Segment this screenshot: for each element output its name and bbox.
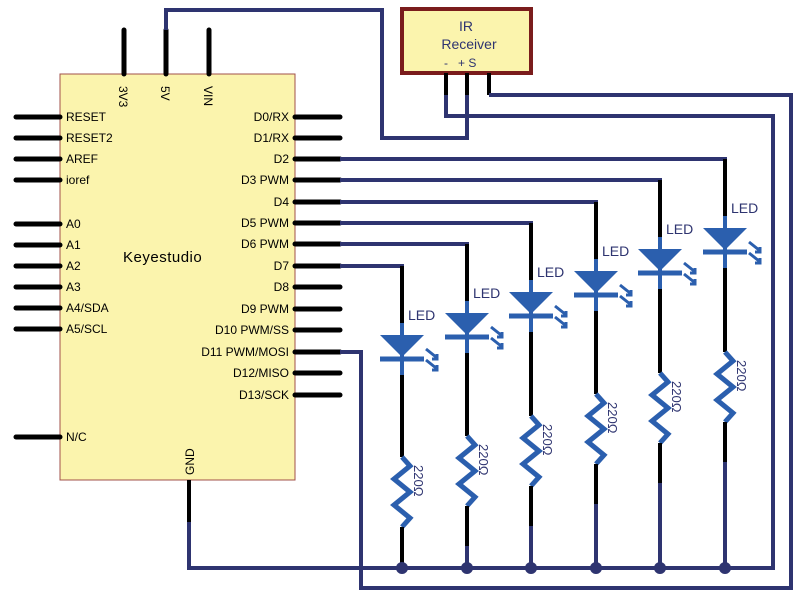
pin-label: A0: [66, 217, 81, 231]
pin-label: AREF: [66, 152, 98, 166]
led-icon: [445, 313, 489, 335]
wire-to-led: [340, 157, 727, 161]
ir-receiver: [400, 7, 533, 75]
pin-label: D10 PWM/SS: [215, 323, 289, 337]
led-label: LED: [602, 243, 629, 259]
pin-label: D11 PWM/MOSI: [201, 345, 289, 359]
light-emission-icon: [425, 347, 439, 372]
pin-label-vin: VIN: [201, 86, 215, 106]
led-icon: [380, 335, 424, 357]
resistor-icon: [648, 371, 672, 445]
resistor-icon: [584, 392, 608, 466]
pin-label: D9 PWM: [241, 302, 289, 316]
led-icon: [638, 249, 682, 271]
led-circuit-5: LED 220Ω: [340, 178, 697, 574]
pin-label: N/C: [66, 430, 87, 444]
pin-label-3v3: 3V3: [116, 86, 130, 108]
led-circuit-2: LED 220Ω: [340, 242, 504, 574]
pin-label: D4: [274, 195, 290, 209]
ir-receiver-pin-labels: - + S: [444, 56, 476, 70]
led-label: LED: [537, 264, 564, 280]
resistor-label: 220Ω: [476, 444, 491, 476]
pin-label: D7: [274, 259, 290, 273]
light-emission-icon: [619, 283, 633, 308]
wire-to-led: [340, 242, 469, 246]
light-emission-icon: [748, 240, 762, 265]
pin-label: RESET: [66, 110, 107, 124]
pin-label: A3: [66, 280, 81, 294]
led-circuit-1: LED 220Ω: [340, 264, 439, 574]
led-circuit-3: LED 220Ω: [340, 221, 568, 574]
pin-label: D5 PWM: [241, 216, 289, 230]
ir-receiver-title-1: IR: [459, 18, 473, 34]
resistor-label: 220Ω: [540, 424, 555, 456]
pin-label: A5/SCL: [66, 322, 108, 336]
pin-label: D6 PWM: [241, 237, 289, 251]
pin-label: A4/SDA: [66, 301, 109, 315]
led-circuit-4: LED 220Ω: [340, 200, 633, 574]
pin-label: ioref: [66, 173, 90, 187]
light-emission-icon: [490, 325, 504, 350]
led-label: LED: [666, 221, 693, 237]
board-name: Keyestudio: [123, 249, 202, 266]
pin-label: D3 PWM: [241, 173, 289, 187]
resistor-icon: [455, 434, 479, 508]
wire-gnd: [187, 522, 402, 570]
wire-to-led: [340, 221, 533, 225]
led-icon: [703, 228, 747, 250]
resistor-icon: [519, 414, 543, 488]
keyestudio-board: [59, 73, 296, 481]
light-emission-icon: [554, 304, 568, 329]
resistor-icon: [713, 350, 737, 424]
resistor-label: 220Ω: [411, 465, 426, 497]
pin-label: D1/RX: [254, 131, 289, 145]
pin-label: D13/SCK: [239, 388, 289, 402]
led-label: LED: [408, 307, 435, 323]
wire-to-led: [340, 264, 404, 268]
led-icon: [574, 271, 618, 293]
resistor-icon: [390, 455, 414, 529]
pin-label: D0/RX: [254, 110, 289, 124]
ir-receiver-title-2: Receiver: [441, 36, 497, 52]
pin-label: D2: [274, 152, 290, 166]
led-icon: [509, 292, 553, 314]
wire-to-led: [340, 200, 598, 204]
pin-label: RESET2: [66, 131, 113, 145]
resistor-label: 220Ω: [605, 402, 620, 434]
pin-label: D12/MISO: [233, 366, 289, 380]
wire-5v-to-ir-plus: [164, 8, 469, 140]
wire-to-led: [340, 178, 662, 182]
wire-ir-minus-to-gnd: [402, 95, 775, 570]
pin-label: A1: [66, 238, 81, 252]
resistor-label: 220Ω: [734, 360, 749, 392]
wire-ir-signal-to-d11: [340, 93, 793, 590]
resistor-label: 220Ω: [669, 381, 684, 413]
led-label: LED: [473, 285, 500, 301]
light-emission-icon: [683, 261, 697, 286]
led-label: LED: [731, 200, 758, 216]
pin-label: D8: [274, 280, 290, 294]
pin-label: A2: [66, 259, 81, 273]
pin-label-5v: 5V: [158, 86, 172, 101]
pin-label-gnd: GND: [183, 448, 197, 475]
